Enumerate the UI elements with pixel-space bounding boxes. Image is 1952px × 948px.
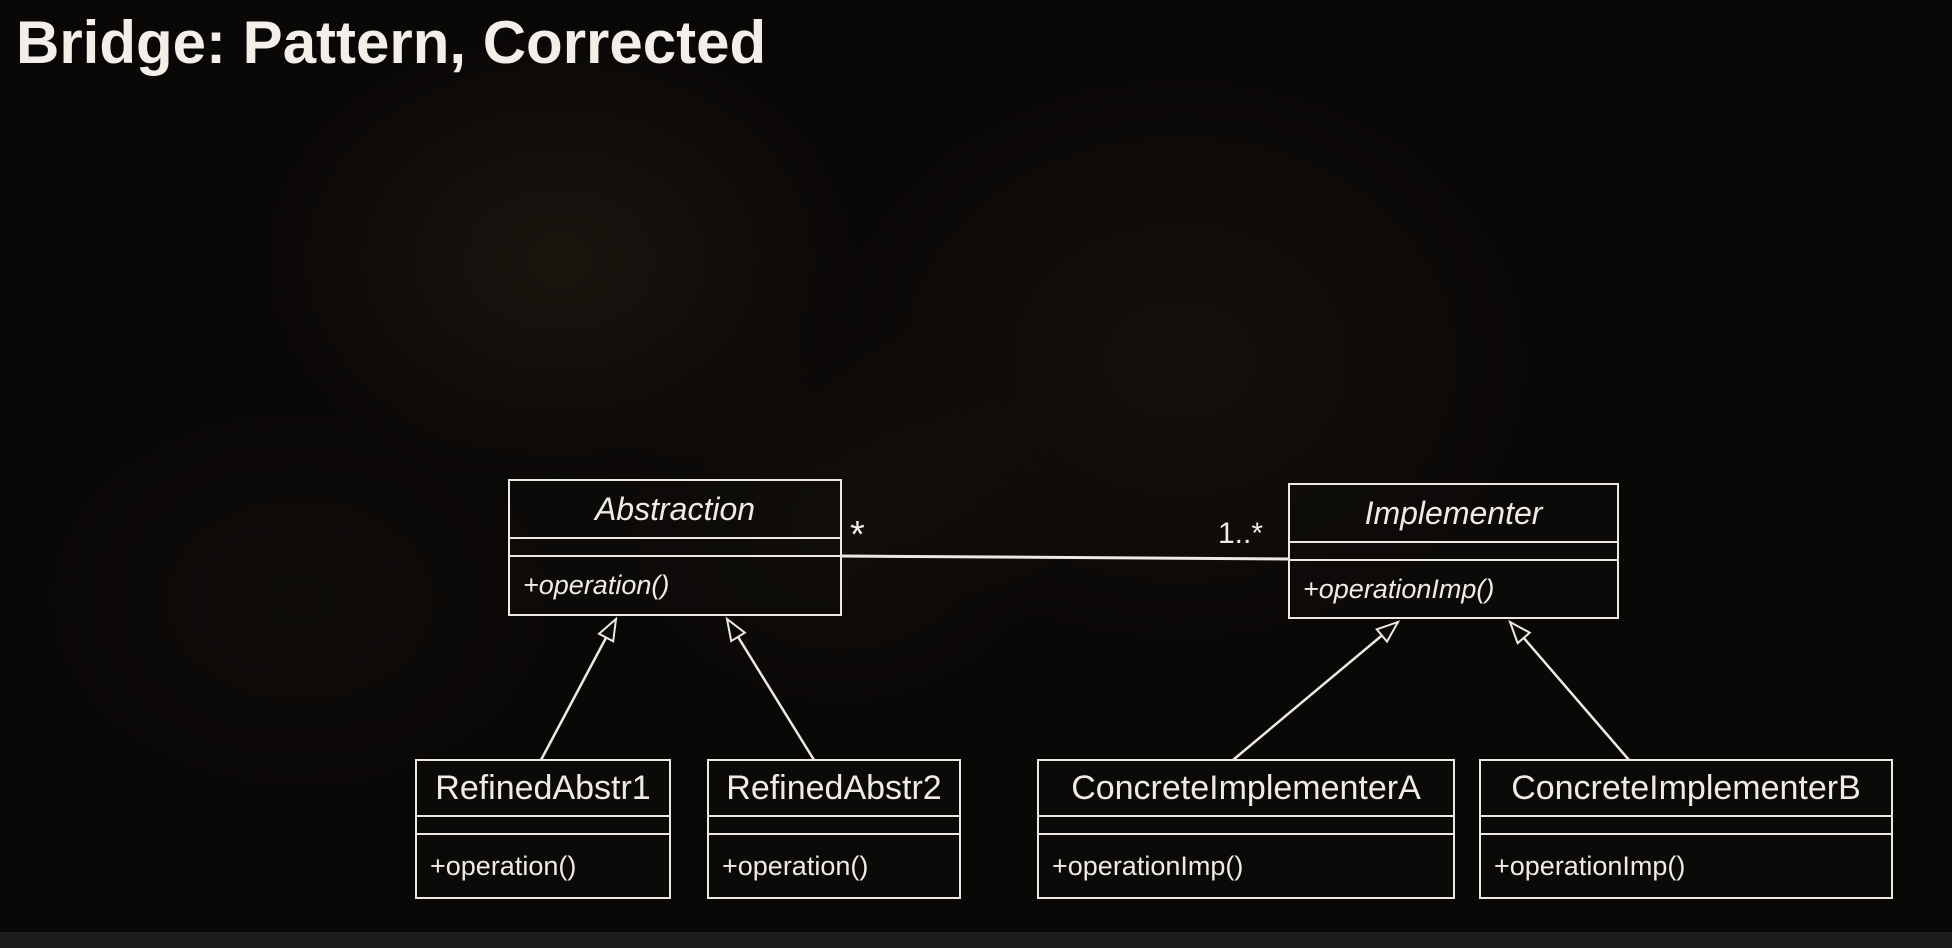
class-name-concreteimplementerb: ConcreteImplementerB bbox=[1511, 768, 1861, 807]
generalization-arrow-concreteB-to-implementer bbox=[1508, 619, 1630, 761]
class-box-concreteimplementerb: ConcreteImplementerB +operationImp() bbox=[1479, 759, 1893, 899]
class-attrs-abstraction-empty bbox=[510, 537, 840, 557]
class-attrs-concreteimplementerb-empty bbox=[1481, 815, 1891, 835]
class-name-concreteimplementera: ConcreteImplementerA bbox=[1071, 768, 1421, 807]
bottom-edge-strip bbox=[0, 932, 1952, 948]
class-attrs-implementer-empty bbox=[1290, 541, 1617, 561]
association-multiplicity-abstraction-end: * bbox=[850, 514, 865, 556]
slide-title: Bridge: Pattern, Corrected bbox=[16, 9, 767, 76]
class-method-implementer: +operationImp() bbox=[1303, 573, 1495, 604]
class-method-refinedabstr1: +operation() bbox=[430, 850, 577, 881]
association-line-abstraction-implementer bbox=[841, 554, 1289, 561]
class-name-abstraction: Abstraction bbox=[594, 490, 756, 527]
class-name-refinedabstr2: RefinedAbstr2 bbox=[726, 768, 942, 807]
class-name-implementer: Implementer bbox=[1364, 494, 1543, 531]
generalization-arrow-concreteA-to-implementer bbox=[1232, 620, 1401, 761]
class-box-concreteimplementera: ConcreteImplementerA +operationImp() bbox=[1037, 759, 1455, 899]
class-box-refinedabstr1: RefinedAbstr1 +operation() bbox=[415, 759, 671, 899]
class-name-refinedabstr1: RefinedAbstr1 bbox=[435, 768, 651, 807]
class-method-concreteimplementerb: +operationImp() bbox=[1494, 850, 1686, 881]
class-box-abstraction: Abstraction +operation() bbox=[508, 479, 842, 616]
class-method-abstraction: +operation() bbox=[523, 570, 670, 600]
generalization-arrow-refined1-to-abstraction bbox=[539, 616, 618, 761]
class-attrs-refinedabstr2-empty bbox=[709, 815, 959, 835]
class-attrs-concreteimplementera-empty bbox=[1039, 815, 1453, 835]
class-method-concreteimplementera: +operationImp() bbox=[1052, 850, 1244, 881]
class-box-implementer: Implementer +operationImp() bbox=[1288, 483, 1619, 619]
class-attrs-refinedabstr1-empty bbox=[417, 815, 669, 835]
association-multiplicity-implementer-end: 1..* bbox=[1218, 517, 1264, 550]
class-method-refinedabstr2: +operation() bbox=[722, 850, 869, 881]
class-box-refinedabstr2: RefinedAbstr2 +operation() bbox=[707, 759, 961, 899]
generalization-arrow-refined2-to-abstraction bbox=[725, 616, 816, 761]
